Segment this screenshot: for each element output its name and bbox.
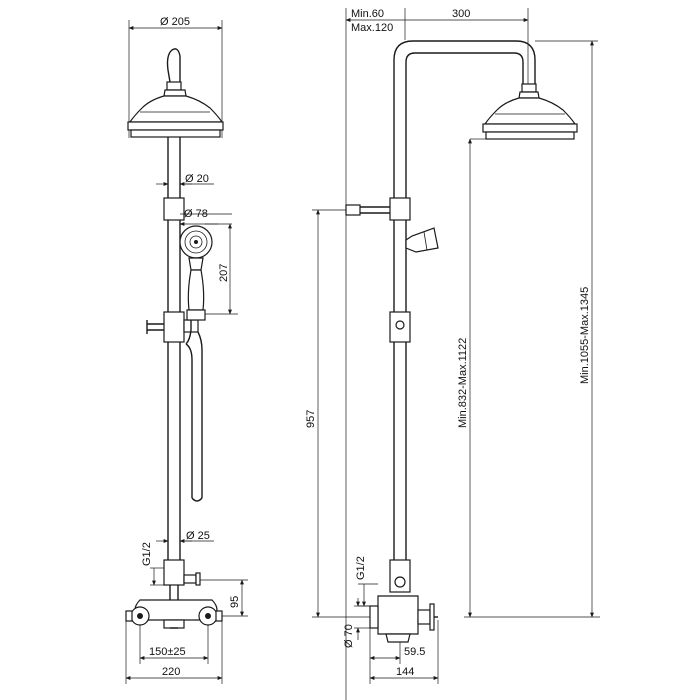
inlet-centres-label: 150±25 — [149, 646, 186, 658]
handshower-diameter-label: Ø 78 — [184, 208, 208, 220]
inlet-thread-dimension: G1/2 — [141, 542, 164, 586]
flange-diameter-dimension: Ø 70 — [343, 598, 370, 648]
side-mixer-body — [369, 559, 438, 643]
side-wall-bracket — [345, 204, 390, 216]
front-view: Ø 205 — [125, 16, 248, 684]
handshower-dimensions: Ø 78 207 — [179, 208, 238, 315]
side-shower-head — [482, 83, 578, 140]
hose — [185, 331, 203, 502]
shower-head — [127, 48, 224, 138]
spout-height-label: 95 — [229, 596, 241, 608]
side-inlet-thread-label: G1/2 — [355, 556, 367, 580]
arm-max-label: Max.120 — [351, 22, 393, 34]
handshower-length-label: 207 — [218, 264, 230, 282]
arm-dimensions: Min.60 Max.120 300 — [345, 8, 529, 205]
pipe-diameter-dimension: Ø 20 — [156, 173, 214, 186]
side-bottom-dimensions: 59.5 144 — [369, 620, 439, 684]
overall-width-label: 220 — [162, 666, 180, 678]
mixer-body — [125, 599, 223, 629]
pipe-diameter-label: Ø 20 — [185, 173, 209, 185]
hand-shower — [179, 225, 213, 345]
side-handshower-holder — [405, 227, 439, 253]
projection-1-label: 59.5 — [404, 646, 425, 658]
riser-pipe — [163, 137, 185, 600]
arm-length-label: 300 — [452, 8, 470, 20]
head-diameter-dimension: Ø 205 — [128, 16, 223, 138]
lower-pipe-diameter-label: Ø 25 — [186, 530, 210, 542]
inlet-thread-label: G1/2 — [141, 542, 153, 566]
head-height-dimension: Min.832-Max.1122 — [457, 138, 600, 618]
arm-min-label: Min.60 — [351, 8, 384, 20]
flange-diameter-label: Ø 70 — [343, 624, 355, 648]
side-inlet-thread-dimension: G1/2 — [355, 556, 378, 607]
side-riser-and-arm — [389, 40, 536, 560]
spout-height-dimension: 95 — [200, 579, 248, 617]
bottom-dimensions: 150±25 220 — [125, 621, 223, 684]
total-height-dimension: Min.1055-Max.1345 — [535, 40, 598, 618]
head-diameter-label: Ø 205 — [160, 16, 190, 28]
head-height-label: Min.832-Max.1122 — [457, 338, 469, 428]
side-view: Min.60 Max.120 300 — [305, 8, 600, 700]
height-957-label: 957 — [305, 410, 317, 428]
diverter-knob — [183, 572, 201, 586]
projection-2-label: 144 — [396, 666, 414, 678]
lower-pipe-diameter-dimension: Ø 25 — [156, 530, 214, 543]
height-957-dimension: 957 — [305, 209, 370, 618]
total-height-label: Min.1055-Max.1345 — [579, 287, 591, 384]
